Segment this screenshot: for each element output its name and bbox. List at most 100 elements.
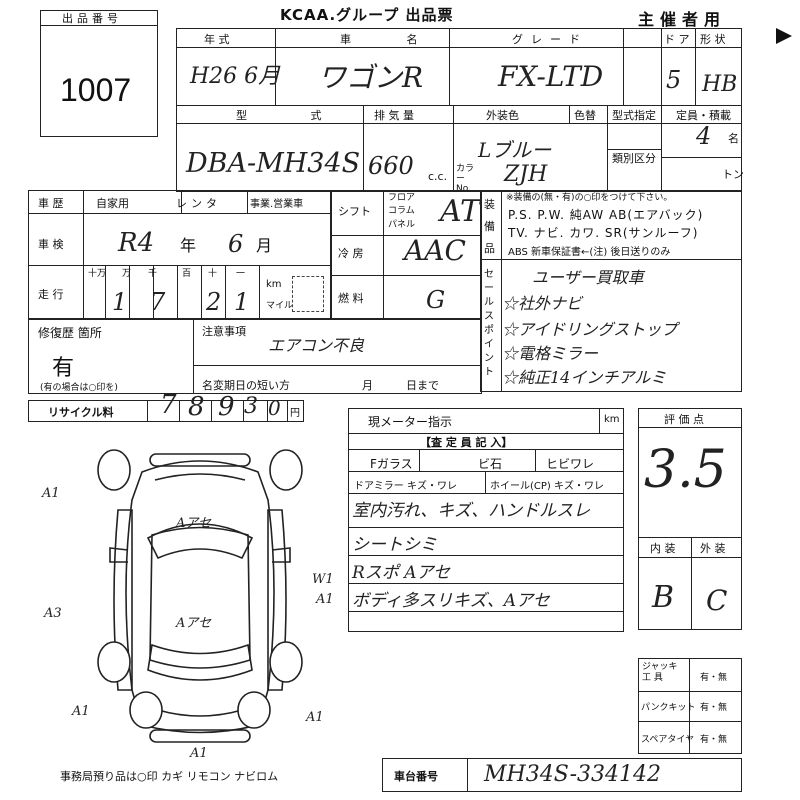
label-year: 年 式 — [204, 33, 230, 46]
corner-mark-icon — [776, 28, 792, 44]
label-exterior: 外 装 — [700, 542, 726, 555]
label-history: 車 歴 — [38, 197, 64, 210]
inspector-note-4: ボディ多スリキズ、Aアセ — [352, 591, 550, 611]
lot-number: 1007 — [60, 72, 132, 108]
label-doors: ド ア — [664, 33, 690, 46]
name-change-month: 月 — [362, 379, 373, 392]
value-color-code: ZJH — [504, 162, 548, 187]
damage-mark-roof-front: Aアセ — [176, 516, 212, 531]
spare-yes-no: 有・無 — [700, 735, 728, 745]
label-mileage: 走 行 — [38, 288, 64, 301]
inspector-note-1: 室内汚れ、キズ、ハンドルスレ — [352, 501, 591, 521]
shift-ac-fuel-table — [330, 190, 482, 320]
repair-note: (有の場合は○印を) — [40, 383, 118, 393]
history-opt-rental: レンタ — [176, 197, 221, 210]
value-displacement: 660 — [368, 152, 414, 180]
value-repair: 有 — [52, 356, 75, 381]
value-body: HB — [702, 72, 738, 97]
digit-1k: 千 — [148, 269, 158, 279]
recycle-digit-1: 7 — [160, 390, 177, 420]
value-fuel: G — [426, 286, 446, 314]
label-notes: 注意事項 — [202, 325, 246, 338]
label-interior: 内 装 — [650, 542, 676, 555]
inspection-month-unit: 月 — [256, 236, 273, 255]
equipment-row-3: ABS 新車保証書←(注) 後日送りのみ — [508, 247, 671, 258]
digit-1: 一 — [236, 269, 246, 279]
history-table — [28, 190, 332, 320]
label-wheel: ホイール(CP) キズ・ワレ — [490, 481, 604, 492]
mileage-digit-4: 1 — [234, 288, 250, 316]
org-title: KCAA.グループ 出品票 — [280, 6, 454, 24]
name-change-day: 日まで — [406, 379, 439, 392]
label-score: 評 価 点 — [664, 413, 704, 426]
history-opt-business: 事業.営業車 — [250, 199, 304, 210]
equipment-row-2: TV. ナビ. カワ. SR(サンルーフ) — [508, 226, 699, 240]
shift-panel: パネル — [388, 220, 416, 230]
value-type: DBA-MH34S — [186, 148, 361, 179]
inspector-table — [348, 408, 624, 632]
history-opt-private: 自家用 — [96, 197, 129, 210]
shift-floor: フロア — [388, 193, 416, 203]
label-ton-unit: トン — [722, 168, 744, 181]
value-score: 3.5 — [644, 440, 727, 500]
mileage-digit-2: 7 — [150, 288, 166, 316]
value-capacity: 4 — [696, 122, 712, 150]
recycle-digit-4: 3 — [244, 394, 258, 419]
label-puncture-kit: パンクキット — [641, 703, 696, 713]
damage-mark-left-side: A3 — [44, 606, 62, 621]
unit-km: km — [266, 279, 282, 290]
damage-mark-rear: A1 — [190, 746, 208, 761]
label-color-change: 色替 — [574, 109, 596, 122]
label-color: 外装色 — [486, 109, 519, 122]
lot-number-label: 出品番号 — [62, 12, 122, 25]
digit-100k: 十万 — [88, 269, 107, 279]
inspector-note-3: Rスポ Aアセ — [352, 563, 451, 583]
damage-mark-right-a: A1 — [316, 592, 334, 607]
inspection-year-unit: 年 — [180, 236, 197, 255]
car-diagram — [97, 449, 303, 743]
jack-yes-no: 有・無 — [700, 673, 728, 683]
damage-mark-rear-left: A1 — [72, 704, 90, 719]
damage-mark-right-w: W1 — [312, 572, 334, 587]
label-ac: 冷 房 — [338, 247, 364, 260]
label-capacity: 定員・積載 — [676, 109, 731, 122]
label-type: 型 式 — [236, 109, 352, 122]
label-type-spec: 型式指定 — [612, 109, 656, 122]
label-inspector: 【査 定 員 記 入】 — [420, 436, 513, 449]
digit-100: 百 — [182, 269, 192, 279]
copy-label: 主催者用 — [638, 10, 727, 29]
sales-point-1: ユーザー買取車 — [532, 268, 644, 287]
office-note: 事務局預り品は○印 カギ リモコン ナビロム — [60, 770, 279, 783]
label-recycle: リサイクル料 — [48, 406, 114, 419]
recycle-digit-5: 0 — [268, 396, 281, 420]
recycle-digit-2: 8 — [188, 392, 205, 422]
sales-point-4: ☆電格ミラー — [502, 344, 599, 363]
puncture-yes-no: 有・無 — [700, 703, 728, 713]
label-shift: シフト — [338, 205, 371, 218]
damage-mark-roof-rear: Aアセ — [176, 616, 212, 631]
label-chassis: 車台番号 — [394, 770, 438, 783]
mileage-unit-box — [292, 276, 324, 312]
unit-mile: マイル — [266, 301, 294, 311]
shift-column: コラム — [388, 206, 415, 216]
label-fuel: 燃 料 — [338, 292, 364, 305]
label-spare: スペアタイヤ — [641, 735, 695, 745]
label-class: 類別区分 — [612, 152, 656, 165]
meter-km-unit: km — [604, 414, 620, 425]
label-jack: ジャッキ 工 具 — [642, 662, 678, 683]
digit-10: 十 — [208, 269, 218, 279]
label-model: 車 名 — [340, 33, 444, 46]
label-cc: c.c. — [428, 170, 448, 183]
value-year: H26 6月 — [190, 64, 281, 89]
label-equipment: 装 備 品 — [484, 198, 495, 255]
digit-10k: 万 — [122, 269, 132, 279]
recycle-table — [28, 400, 304, 422]
label-f-glass: Fガラス — [370, 457, 413, 471]
equipment-note: ※装備の(無・有)の○印をつけて下さい。 — [506, 193, 673, 203]
label-repair: 修復歴 箇所 — [38, 326, 102, 340]
value-chassis-no: MH34S-334142 — [484, 762, 661, 787]
value-interior: B — [652, 580, 675, 615]
value-exterior: C — [706, 584, 728, 617]
sales-point-2: ☆社外ナビ — [502, 294, 583, 313]
recycle-yen: 円 — [290, 408, 300, 419]
